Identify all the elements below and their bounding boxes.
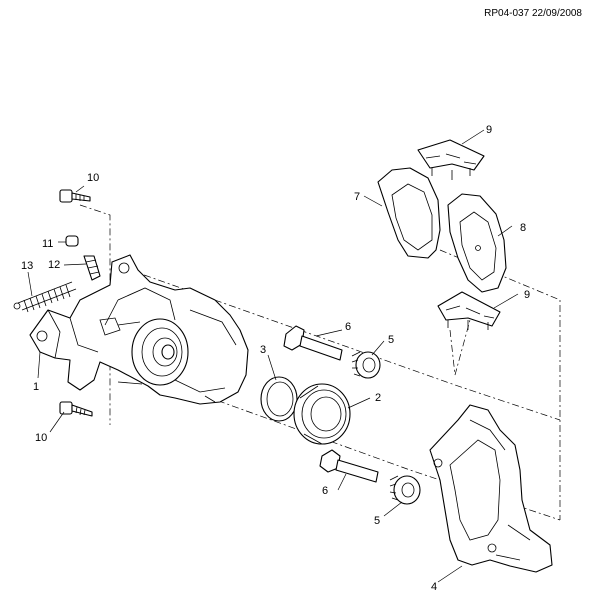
- callout-5-bottom: 5: [374, 515, 380, 527]
- callout-3: 3: [260, 344, 266, 356]
- brake-pad-part-7: [377, 167, 441, 259]
- spring-part-13: [13, 281, 77, 313]
- callout-9-bottom: 9: [524, 289, 530, 301]
- pin-boot-part-5-bottom: [389, 475, 421, 505]
- bolt-part-10-bottom: [59, 401, 93, 417]
- callout-6-bottom: 6: [322, 485, 328, 497]
- callout-11: 11: [42, 238, 53, 250]
- seal-ring-part-3: [260, 376, 298, 422]
- dust-cap-part-11: [65, 235, 79, 247]
- piston-boot-part-2: [293, 383, 351, 445]
- callout-5-top: 5: [388, 334, 394, 346]
- callout-10-top: 10: [87, 172, 99, 184]
- callout-8: 8: [520, 222, 526, 234]
- drawing-reference: RP04-037 22/09/2008: [484, 8, 582, 19]
- pad-clip-part-9-top: [417, 139, 485, 180]
- callout-7: 7: [354, 191, 360, 203]
- callout-2: 2: [375, 392, 381, 404]
- callout-4: 4: [431, 581, 437, 593]
- piston-bore: [117, 318, 189, 386]
- callout-13: 13: [21, 260, 33, 272]
- caliper-bracket-part-4: [429, 404, 553, 573]
- guide-pin-part-6-bottom: [319, 449, 379, 483]
- callout-6-top: 6: [345, 321, 351, 333]
- pad-clip-part-9-bottom: [437, 291, 501, 330]
- callout-10-bottom: 10: [35, 432, 47, 444]
- callout-9-top: 9: [486, 124, 492, 136]
- leader-lines: [27, 129, 519, 583]
- pin-boot-part-5-top: [351, 351, 381, 379]
- brake-pad-part-8: [447, 193, 507, 293]
- bleed-screw-part-12: [83, 255, 101, 281]
- guide-pin-part-6-top: [283, 325, 343, 361]
- callout-12: 12: [48, 259, 60, 271]
- callout-labels: 10 11 12 13 1 10 3 2 6 6 5 5 4 7 8 9 9: [21, 124, 530, 593]
- bolt-part-10-top: [59, 189, 91, 203]
- callout-1: 1: [33, 381, 39, 393]
